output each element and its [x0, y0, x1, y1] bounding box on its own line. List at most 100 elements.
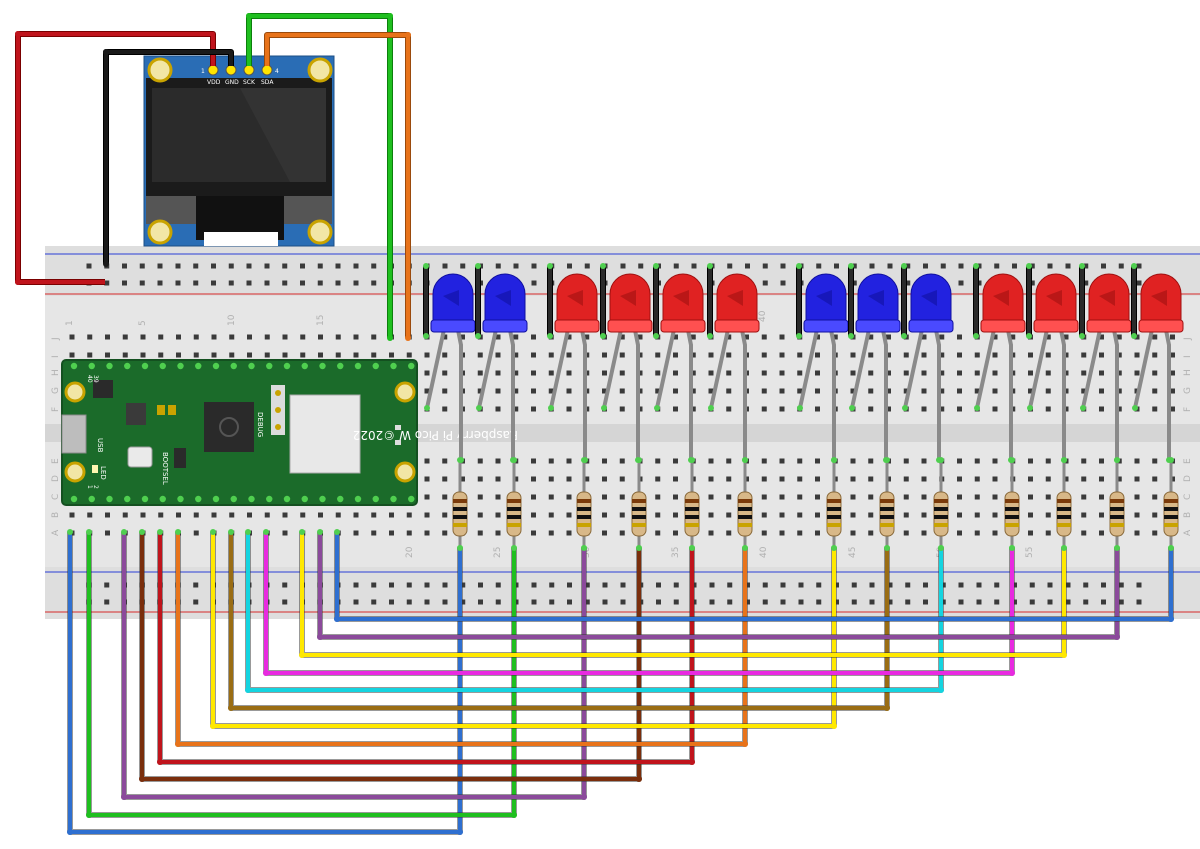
resistor-icon	[506, 491, 522, 537]
breadboard-hole	[1152, 370, 1158, 376]
breadboard-hole	[957, 512, 962, 518]
wire-bend	[263, 670, 269, 676]
resistor-band	[1057, 499, 1071, 503]
resistor-band	[577, 523, 591, 527]
pico-pin-top	[70, 362, 78, 370]
rail-hole	[727, 599, 733, 605]
breadboard-hole	[531, 458, 536, 464]
row-letter-H-right: H	[1183, 369, 1193, 376]
breadboard-hole	[495, 334, 501, 340]
breadboard-hole	[673, 388, 678, 394]
resistor-band	[880, 499, 894, 503]
led-rim	[482, 319, 528, 333]
rail-hole	[122, 280, 127, 286]
breadboard-hole	[921, 494, 927, 500]
pico-pin-top	[88, 362, 95, 370]
mount-hole-icon	[307, 219, 333, 245]
wire-end	[742, 545, 748, 551]
breadboard-hole	[1152, 458, 1158, 464]
breadboard-hole	[158, 512, 164, 518]
rail-hole	[869, 263, 875, 269]
breadboard-hole	[282, 334, 288, 340]
breadboard-hole	[122, 334, 128, 340]
row-letter-F-right: F	[1183, 407, 1193, 412]
resistor-band	[577, 507, 591, 511]
rail-hole	[282, 582, 288, 588]
breadboard-hole	[761, 388, 767, 394]
breadboard-hole	[850, 458, 856, 464]
breadboard-hole	[424, 476, 430, 482]
pin-vdd-icon	[207, 64, 219, 76]
resistor-band	[1005, 507, 1019, 511]
breadboard-hole	[371, 334, 377, 340]
rail-hole	[1029, 263, 1035, 269]
breadboard-hole	[1099, 388, 1104, 394]
breadboard-hole	[566, 476, 572, 482]
rail-hole	[940, 263, 946, 269]
breadboard-hole	[815, 512, 820, 518]
breadboard-hole	[992, 352, 998, 358]
breadboard-hole	[903, 458, 909, 464]
resistors	[452, 457, 1179, 551]
oled-wiring	[15, 13, 411, 341]
led-rim	[660, 319, 706, 333]
pico-pin-bottom	[124, 495, 131, 503]
rail-hole	[353, 582, 359, 588]
rail-hole	[406, 582, 412, 588]
row-letter-A-right: A	[1183, 529, 1193, 536]
jumper-end	[547, 333, 553, 339]
breadboard-hole	[566, 458, 572, 464]
breadboard-hole	[406, 352, 412, 358]
breadboard-hole	[1045, 476, 1051, 482]
pico-pin-top	[106, 362, 113, 370]
breadboard-hole	[868, 458, 874, 464]
breadboard-hole	[1081, 512, 1087, 518]
breadboard-hole	[1045, 512, 1051, 518]
breadboard-hole	[424, 512, 430, 518]
usb-connector-icon	[61, 414, 87, 454]
rail-hole	[228, 280, 234, 286]
rail-hole	[1065, 263, 1071, 269]
breadboard-hole	[992, 512, 998, 518]
breadboard-hole	[779, 388, 785, 394]
col-number-35: 35	[671, 547, 681, 558]
led-cathode-leg	[549, 324, 571, 409]
led-die	[727, 290, 743, 306]
breadboard-hole	[531, 352, 536, 358]
row-letter-C-right: C	[1183, 494, 1193, 500]
pico-brand-text: Raspberry Pi Pico W ©2022	[353, 428, 518, 442]
resistor-band	[1057, 523, 1071, 527]
pico-pin-bottom	[177, 495, 184, 503]
led-rim	[1033, 319, 1079, 333]
breadboard-hole	[797, 512, 803, 518]
led-rim	[1138, 319, 1184, 333]
breadboard-hole	[619, 494, 625, 500]
breadboard-hole	[513, 406, 519, 412]
led-cathode-leg	[425, 324, 447, 409]
breadboard-hole	[1170, 406, 1175, 412]
row-letter-J-left: J	[51, 337, 61, 341]
rail-hole	[762, 582, 768, 588]
wire-end	[86, 529, 92, 535]
leg-end	[708, 405, 714, 411]
breadboard-hole	[264, 512, 270, 518]
pico-pin-top	[337, 362, 344, 370]
leg-end	[476, 405, 482, 411]
breadboard-hole	[318, 512, 323, 518]
rail-hole	[264, 280, 270, 286]
breadboard-hole	[442, 512, 448, 518]
breadboard-hole	[158, 334, 164, 340]
rp2040-chip-icon	[204, 402, 254, 452]
breadboard-hole	[708, 476, 714, 482]
oled-display: 1 4 VDD GND SCK SDA	[143, 55, 335, 247]
breadboard-hole	[282, 530, 288, 536]
breadboard-hole	[1152, 512, 1158, 518]
resistor-band	[1110, 507, 1124, 511]
rail-hole	[1012, 263, 1017, 269]
breadboard-hole	[1116, 476, 1122, 482]
breadboard-hole	[282, 352, 288, 358]
breadboard-hole	[1134, 512, 1140, 518]
pico-pin-bottom	[248, 495, 255, 503]
rail-hole	[691, 263, 697, 269]
breadboard-hole	[1081, 388, 1087, 394]
